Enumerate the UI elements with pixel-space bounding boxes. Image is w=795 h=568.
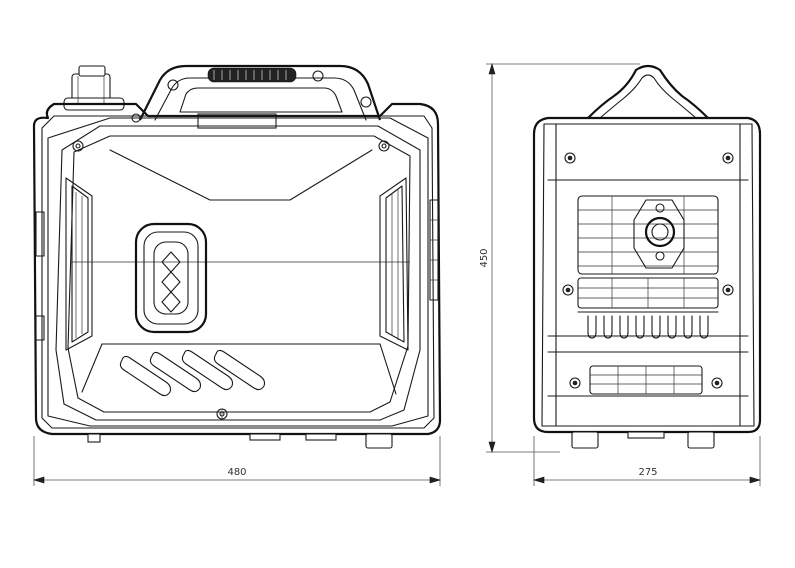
front-bottom-slots	[119, 349, 266, 397]
front-panel	[55, 125, 421, 421]
right-side-grille	[379, 177, 439, 351]
front-view	[32, 64, 442, 449]
left-side-grille	[35, 177, 93, 351]
dimension-275-label: 275	[638, 467, 657, 478]
dimension-275: 275	[532, 436, 762, 486]
center-logo-plate	[134, 222, 208, 334]
side-screws	[562, 152, 734, 389]
side-mid-grille	[577, 277, 719, 309]
dimension-450-label: 450	[479, 248, 490, 267]
dimension-450: 450	[479, 62, 640, 454]
front-body-shell	[32, 102, 442, 436]
front-feet	[87, 433, 393, 449]
side-body-shell	[532, 116, 762, 434]
side-fan-grille	[577, 195, 719, 275]
side-top-handle	[587, 64, 709, 119]
side-vertical-slots	[577, 311, 719, 339]
handle-grip-ribs	[213, 70, 287, 80]
dimension-480-label: 480	[227, 467, 246, 478]
dimension-480: 480	[32, 436, 442, 486]
side-bottom-vent	[589, 365, 703, 395]
carry-handle	[131, 64, 382, 129]
side-feet	[571, 431, 715, 449]
side-view	[532, 64, 762, 449]
front-screws	[72, 140, 390, 420]
